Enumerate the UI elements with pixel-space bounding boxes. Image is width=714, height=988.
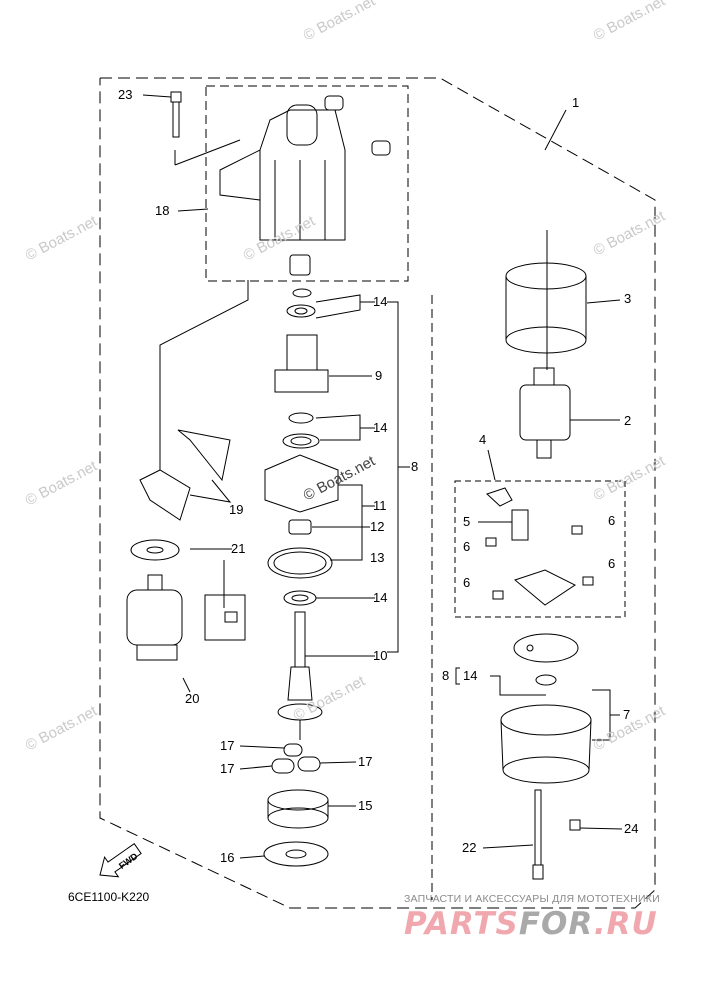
logo-part-3: .RU [593, 906, 658, 942]
callout-8: 8 [411, 459, 419, 474]
leader-lines [142, 94, 623, 859]
callout-6: 6 [463, 575, 471, 590]
callout-14: 14 [463, 668, 478, 683]
callout-11: 11 [373, 498, 387, 513]
logo-part-2: FOR [518, 906, 594, 942]
callout-14: 14 [373, 294, 388, 309]
callout-17: 17 [220, 738, 235, 753]
right-parts [485, 262, 594, 880]
callout-8: 8 [442, 668, 450, 683]
assembly-boundary [99, 77, 656, 909]
callout-6: 6 [463, 539, 471, 554]
diagram-code: 6CE1100-K220 [68, 890, 150, 904]
footer-tagline: ЗАПЧАСТИ И АКСЕССУАРЫ ДЛЯ МОТОТЕХНИКИ [404, 893, 660, 905]
left-parts [126, 429, 246, 661]
callout-20: 20 [185, 691, 200, 706]
callout-14: 14 [373, 590, 388, 605]
center-parts [263, 288, 339, 867]
callout-14: 14 [373, 420, 388, 435]
bolt-23 [170, 91, 182, 138]
callout-3: 3 [624, 291, 632, 306]
callout-17: 17 [358, 754, 373, 769]
callout-12: 12 [370, 519, 385, 534]
motor-housing-18 [219, 95, 391, 276]
callout-13: 13 [370, 550, 385, 565]
callout-6: 6 [608, 513, 616, 528]
callout-1: 1 [572, 95, 580, 110]
callout-6: 6 [608, 556, 616, 571]
callout-21: 21 [231, 541, 246, 556]
callout-22: 22 [462, 840, 477, 855]
callout-5: 5 [463, 514, 471, 529]
callout-7: 7 [623, 707, 631, 722]
callout-10: 10 [373, 648, 388, 663]
motor-subassy-boundary [205, 85, 409, 282]
partsfor-logo: PARTSFOR.RU [404, 906, 658, 942]
callout-24: 24 [624, 821, 639, 836]
brush-holder-boundary [454, 480, 626, 618]
fwd-arrow-icon [99, 843, 142, 878]
callout-16: 16 [220, 850, 235, 865]
callout-2: 2 [624, 413, 632, 428]
callout-4: 4 [479, 432, 487, 447]
callout-23: 23 [118, 87, 133, 102]
callout-15: 15 [358, 798, 373, 813]
callout-9: 9 [375, 368, 383, 383]
callout-17: 17 [220, 761, 235, 776]
logo-part-1: PARTS [404, 906, 519, 942]
callout-19: 19 [229, 502, 244, 517]
callout-18: 18 [155, 203, 170, 218]
